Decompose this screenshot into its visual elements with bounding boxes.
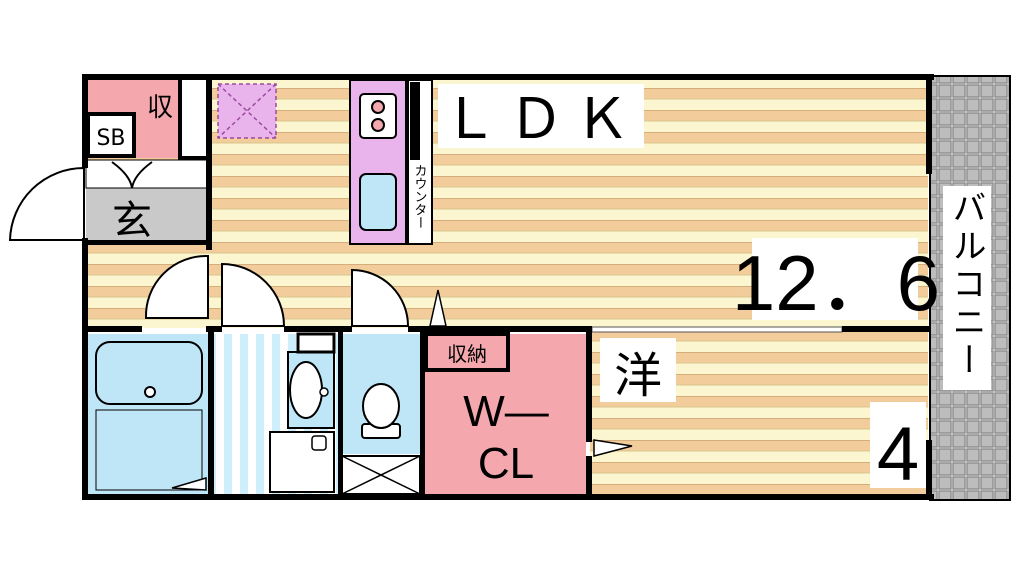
yo-size-bg	[870, 402, 926, 488]
burner-icon	[371, 118, 385, 132]
toilet-door-swing-icon	[351, 268, 410, 327]
storage-box	[424, 332, 510, 372]
toilet-bowl-icon	[362, 383, 400, 429]
storage-top-label: 収	[147, 93, 173, 123]
sliding-door	[591, 326, 843, 333]
bathtub	[95, 341, 203, 405]
drain-icon	[144, 386, 156, 398]
wcl-label-line2: CL	[478, 439, 534, 488]
wash-shelf	[296, 332, 336, 354]
balcony-label-bg	[943, 186, 991, 390]
burner-icon	[371, 100, 385, 114]
yo-size: 4	[877, 412, 919, 497]
closet-door-icon	[111, 161, 153, 189]
entry-door-icon	[8, 166, 85, 241]
counter-label: カウンター	[412, 164, 427, 229]
wash-basin	[289, 361, 323, 419]
shoe-box-label: SB	[96, 126, 125, 151]
ldk-label-bg	[438, 84, 644, 148]
ldk-size: 12．6	[732, 239, 940, 327]
storage-label: 収納	[447, 342, 487, 366]
ldk-label: ＬＤＫ	[442, 87, 640, 150]
faucet-icon	[319, 387, 329, 397]
entry-label: 玄	[112, 198, 152, 244]
bath-door-icon	[171, 476, 207, 491]
counter-bar-inner	[410, 82, 420, 160]
toilet-storage-cross-icon	[341, 455, 421, 495]
yo-door-icon	[593, 439, 633, 457]
balcony-label: バルコニー	[946, 190, 986, 380]
ldk-size-bg	[752, 238, 918, 320]
walls	[82, 74, 934, 500]
washer-drain	[311, 435, 327, 451]
fridge-cross-icon	[217, 83, 277, 139]
stove-top	[359, 93, 397, 139]
pillar	[178, 76, 212, 160]
yo-label-bg	[600, 338, 676, 402]
bath-floor	[95, 409, 203, 491]
yo-label: 洋	[614, 348, 662, 404]
kitchen-sink	[359, 173, 397, 231]
wcl-label-line1: W—	[463, 387, 549, 436]
bath-door-swing-icon	[144, 254, 209, 319]
washroom-door-swing-icon	[221, 262, 286, 327]
